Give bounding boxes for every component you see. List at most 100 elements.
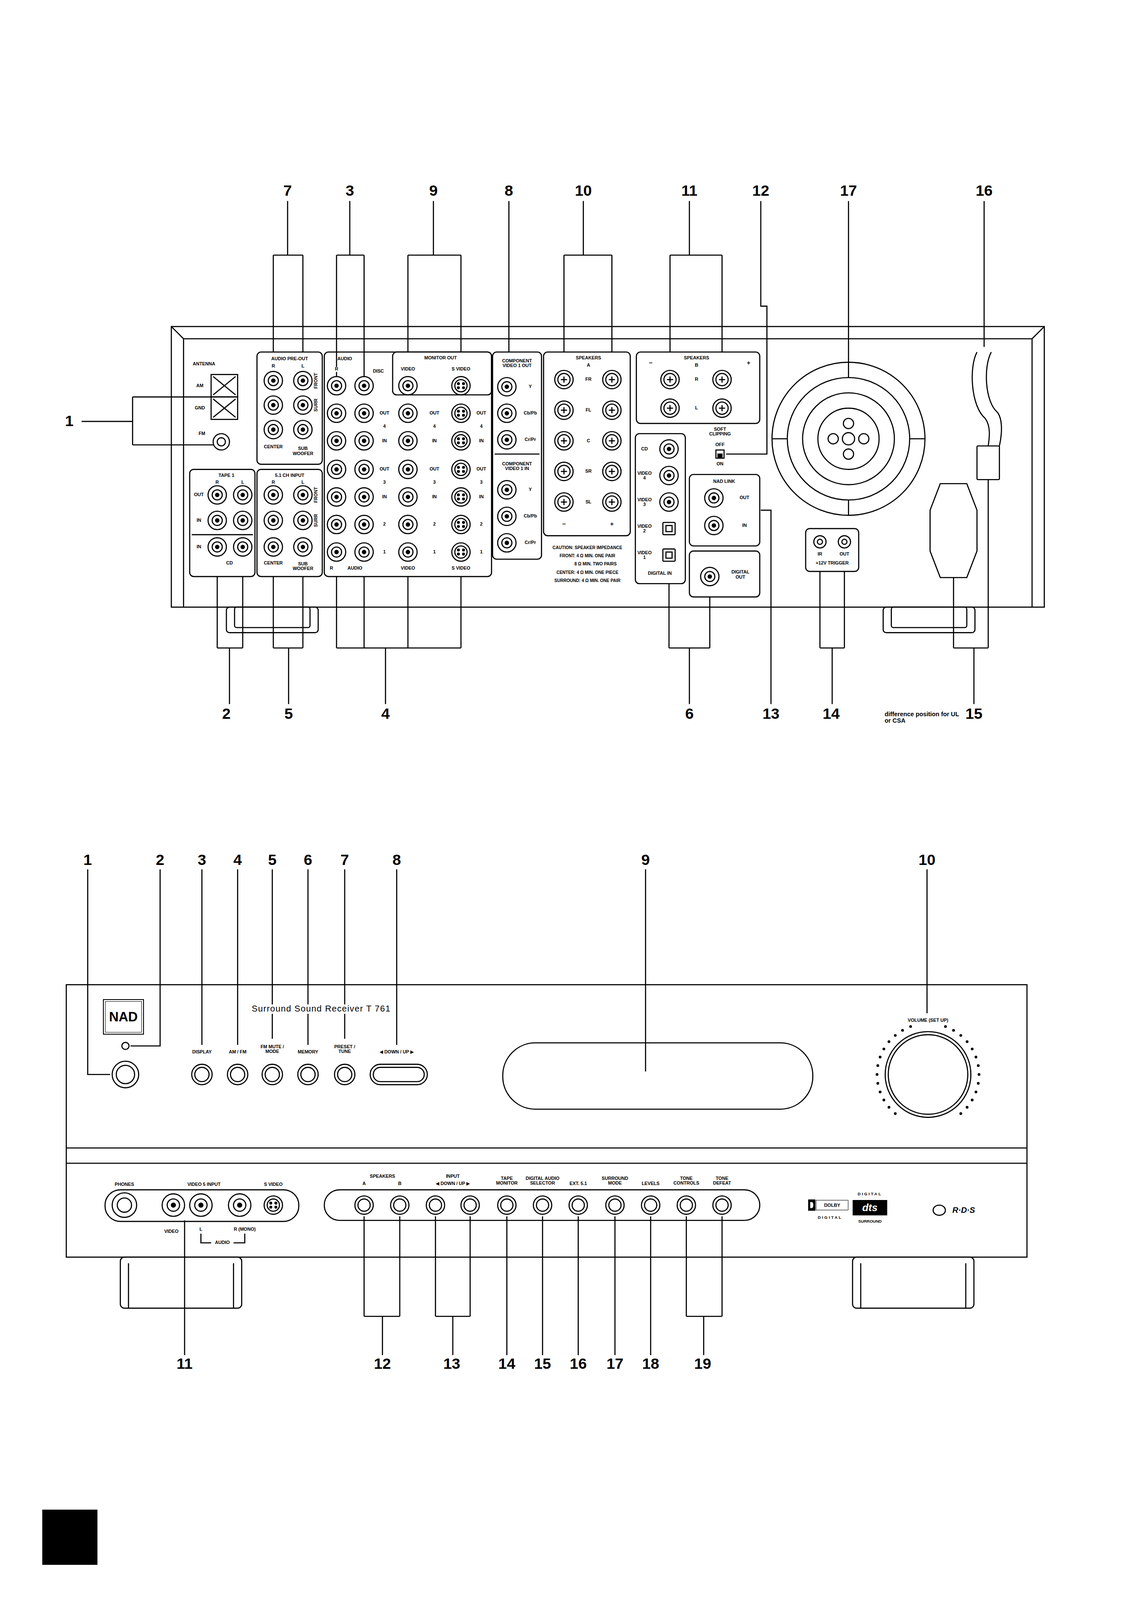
rca-jack [293,485,313,505]
push-button [334,1063,355,1085]
callout-number: 1 [83,851,92,869]
rca-jack [212,515,223,526]
s-video-jack [275,1201,277,1204]
panel-label: OUT [476,466,487,472]
binding-post [602,431,622,450]
volume-scale [888,1040,890,1043]
model-name: Surround Sound Receiver T 761 [251,1004,391,1014]
push-button [641,1195,660,1214]
leader-line [847,200,850,362]
rca-jack [354,487,374,506]
rca-jack [271,518,276,523]
s-video-jack [457,548,460,551]
panel-label: CD [225,560,233,566]
callout-number: 6 [685,706,694,723]
binding-post [605,404,619,417]
callout-number: 15 [533,1355,552,1373]
panel-label: PRESET / TUNE [331,1043,358,1054]
leader-line [831,647,833,704]
binding-post [602,400,622,420]
mini-jack [841,539,848,545]
rca-jack [271,492,276,497]
volume-scale [901,1029,904,1031]
rca-jack [362,467,366,471]
binding-post [715,401,729,415]
rca-jack [362,495,366,499]
panel-label: OUT [379,466,390,472]
panel-label: IN [741,522,747,528]
logo-text: dts [862,1202,878,1213]
volume-scale [959,1034,962,1036]
rca-jack [208,485,227,505]
power-cord [986,351,1002,446]
s-video-jack [462,410,465,412]
callout-number: 12 [373,1355,391,1373]
binding-post [611,437,613,444]
leader-line [926,868,928,1013]
panel-label: S VIDEO [263,1181,283,1187]
panel-label: 4 [383,423,386,429]
callout-number: 4 [381,706,390,723]
callout-number: 15 [965,706,983,723]
panel-label: SURROUND MODE [599,1175,631,1185]
callout-number: 14 [822,706,840,723]
rca-jack [268,541,279,552]
leader-line [685,1215,687,1316]
rca-jack [327,515,346,534]
rca-jack [233,485,253,505]
panel-label: L [695,405,698,411]
rca-jack [297,375,308,386]
panel-box [689,550,760,597]
rca-jack [406,550,410,554]
push-button [337,1067,352,1082]
headphone-jack [112,1192,137,1217]
leader-line [760,510,772,704]
binding-post [660,398,680,418]
leader-line [614,1215,616,1355]
s-video-jack [451,431,471,450]
rca-jack [505,411,509,415]
leader-line [407,576,409,648]
callout-number: 9 [429,182,438,200]
optical-input [662,548,676,562]
binding-post [721,404,723,411]
rca-jack [293,420,313,439]
rca-jack [293,395,313,414]
panel-divider [494,453,540,455]
panel-label: Cb/Pb [523,410,537,416]
volume-scale [876,1064,879,1067]
rca-jack [228,1193,252,1217]
rca-jack [215,518,220,523]
leader-line [452,1315,454,1355]
rca-jack [505,514,509,518]
callout-number: 13 [762,706,780,723]
rca-jack [712,523,716,528]
rca-jack [212,541,223,552]
leader-line [843,571,845,648]
panel-label: SURR [313,398,319,412]
rca-jack [497,480,517,499]
leader-line [336,576,338,648]
panel-label: SUB WOOFER [292,561,314,572]
s-video-jack [457,410,460,412]
push-button [429,1198,442,1212]
push-button [191,1063,213,1085]
leader-line [384,647,387,704]
rca-jack [263,420,283,439]
volume-scale [894,1034,897,1036]
rca-jack [708,574,712,578]
rca-jack [297,424,308,435]
rca-jack [497,430,517,449]
s-video-jack [457,441,460,444]
volume-knob [888,1034,968,1114]
rca-jack [334,495,339,499]
s-video-jack [462,521,465,523]
rca-jack [334,439,339,443]
volume-scale [971,1098,974,1101]
rca-jack [406,522,410,526]
volume-scale [977,1082,980,1084]
binding-post [563,498,565,505]
leader-line [542,1215,544,1355]
volume-scale [882,1047,885,1050]
panel-label: L [241,480,245,485]
